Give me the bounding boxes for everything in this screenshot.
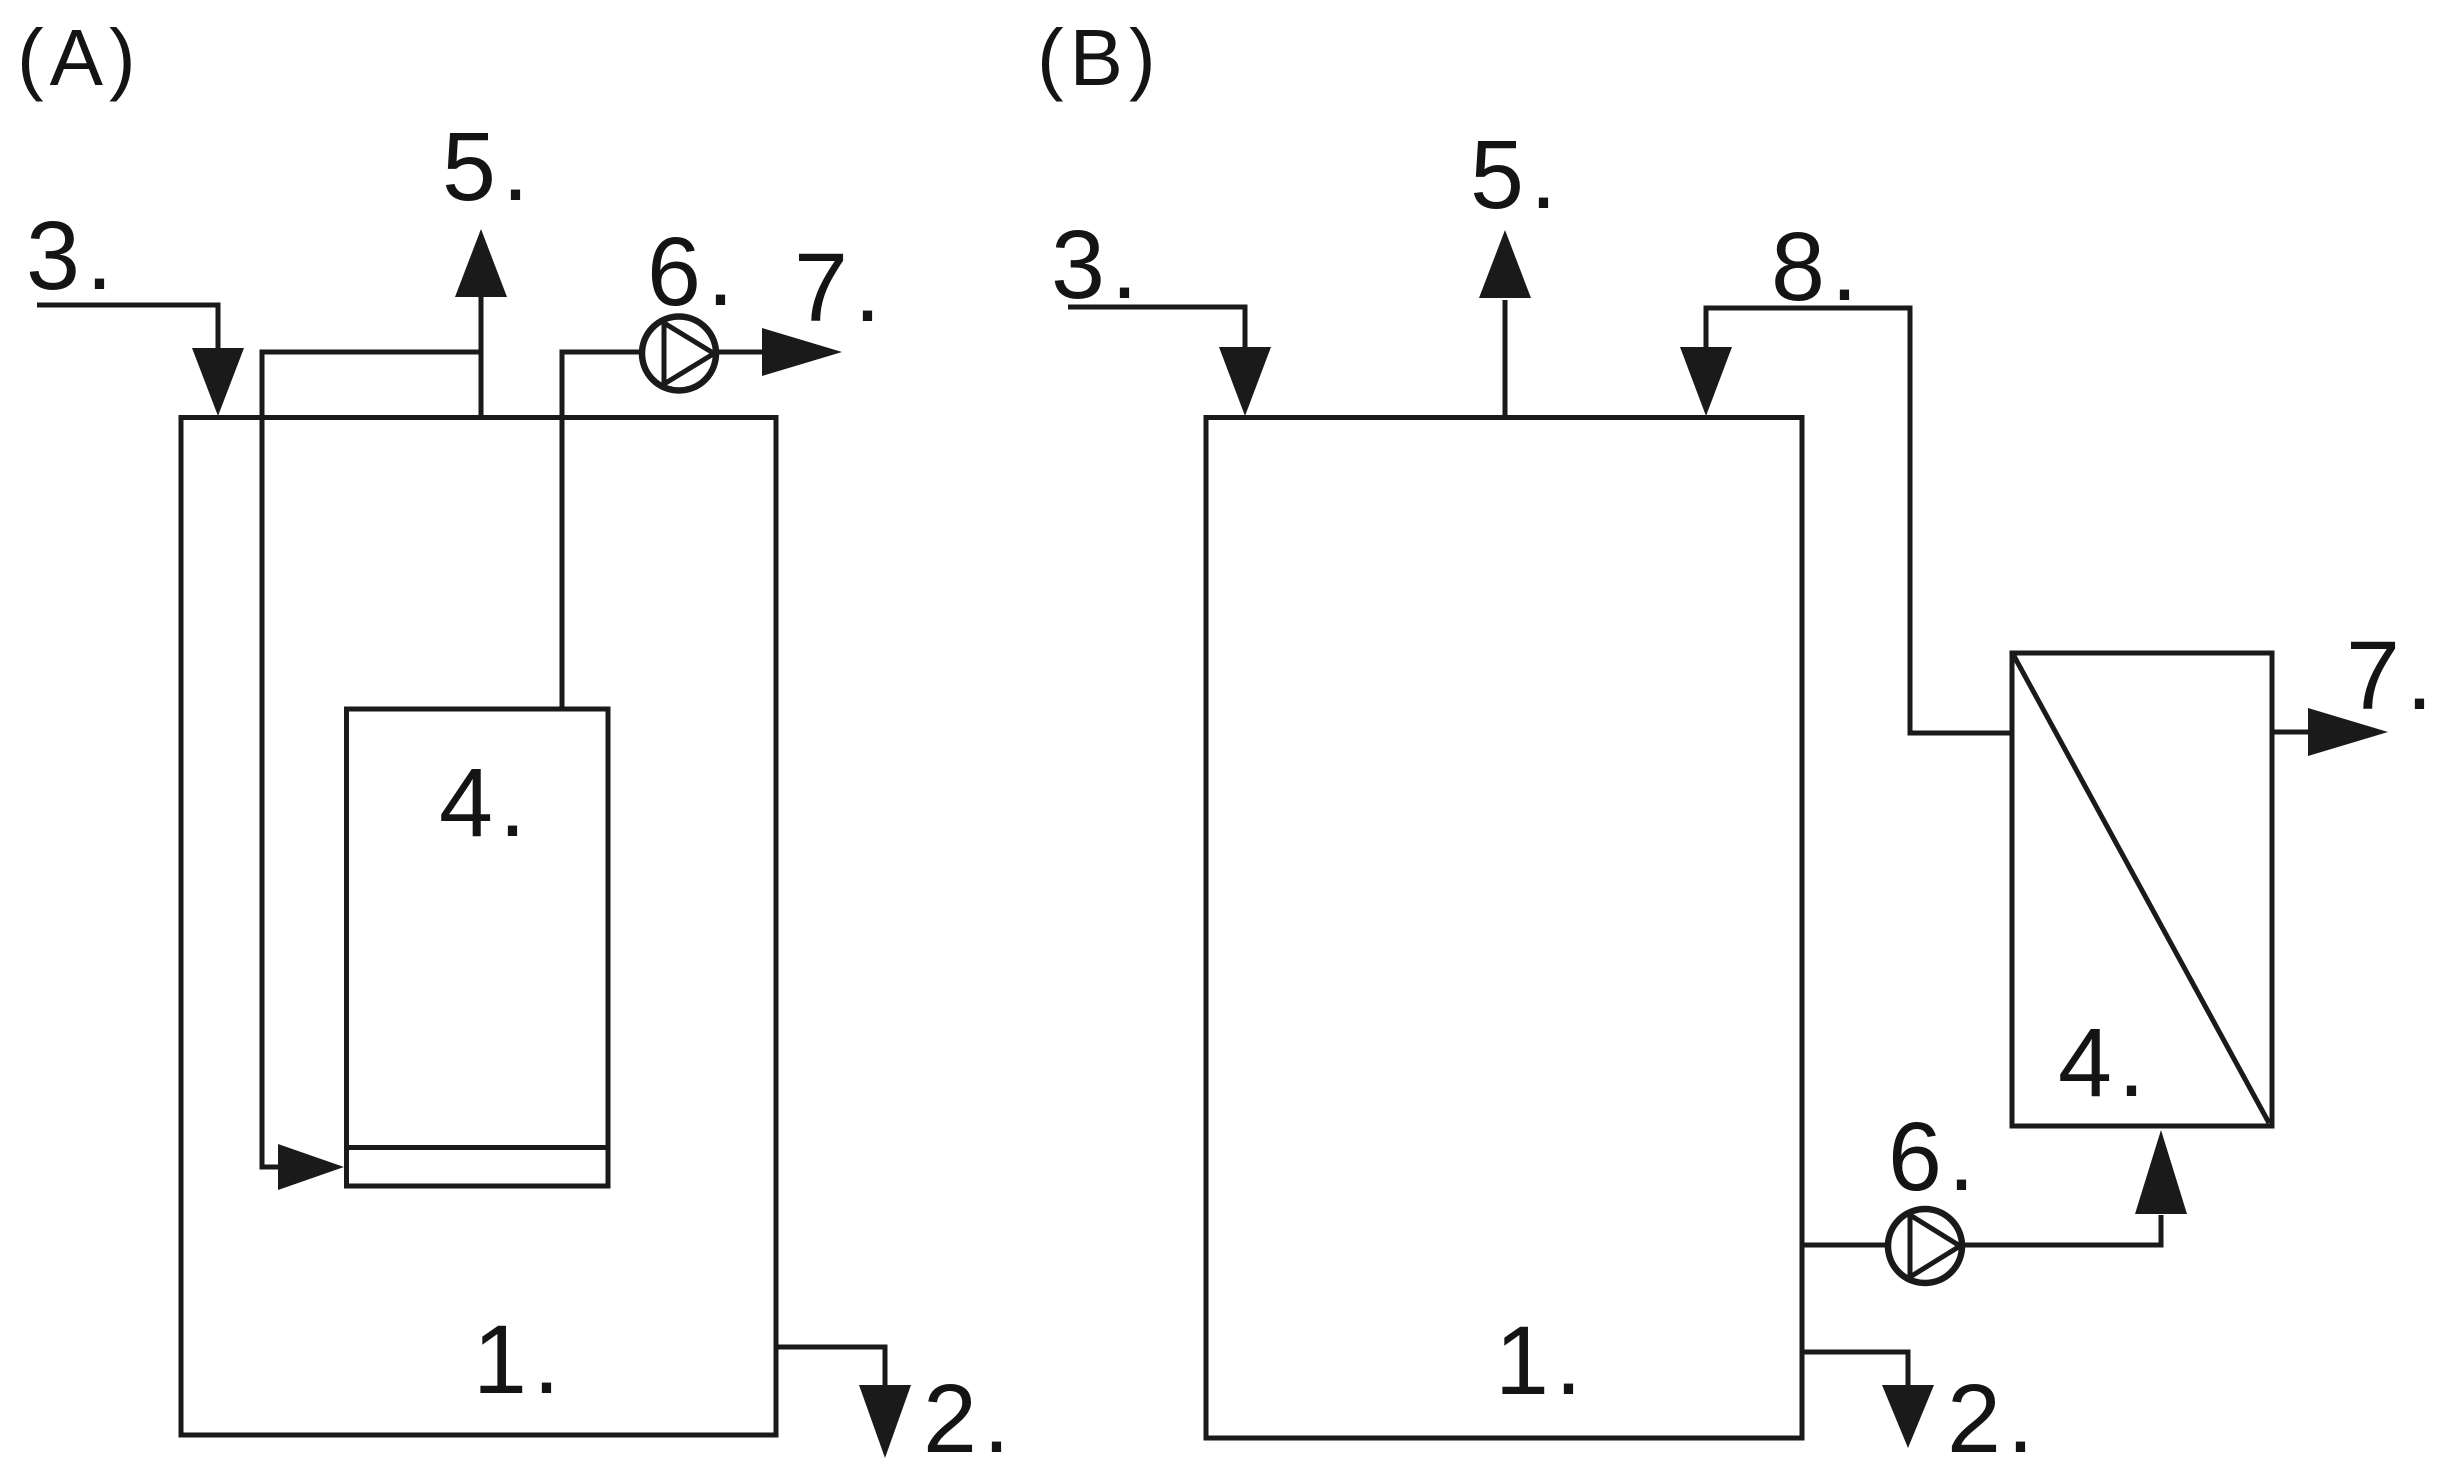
svg-text:(A): (A) [17, 13, 142, 102]
svg-text:3.: 3. [1051, 210, 1144, 319]
svg-text:3.: 3. [26, 201, 119, 310]
svg-text:1.: 1. [473, 1305, 566, 1414]
svg-text:(B): (B) [1037, 13, 1162, 102]
svg-text:5.: 5. [442, 112, 535, 221]
svg-text:5.: 5. [1470, 120, 1563, 229]
svg-text:7.: 7. [794, 233, 887, 342]
svg-text:6.: 6. [1888, 1102, 1981, 1211]
svg-text:2.: 2. [923, 1364, 1016, 1473]
svg-text:2.: 2. [1947, 1364, 2040, 1473]
svg-text:7.: 7. [2346, 621, 2439, 730]
svg-text:6.: 6. [647, 217, 740, 326]
svg-text:4.: 4. [2058, 1008, 2151, 1117]
svg-text:4.: 4. [439, 748, 532, 857]
svg-text:1.: 1. [1495, 1306, 1588, 1415]
svg-text:8.: 8. [1771, 212, 1864, 321]
